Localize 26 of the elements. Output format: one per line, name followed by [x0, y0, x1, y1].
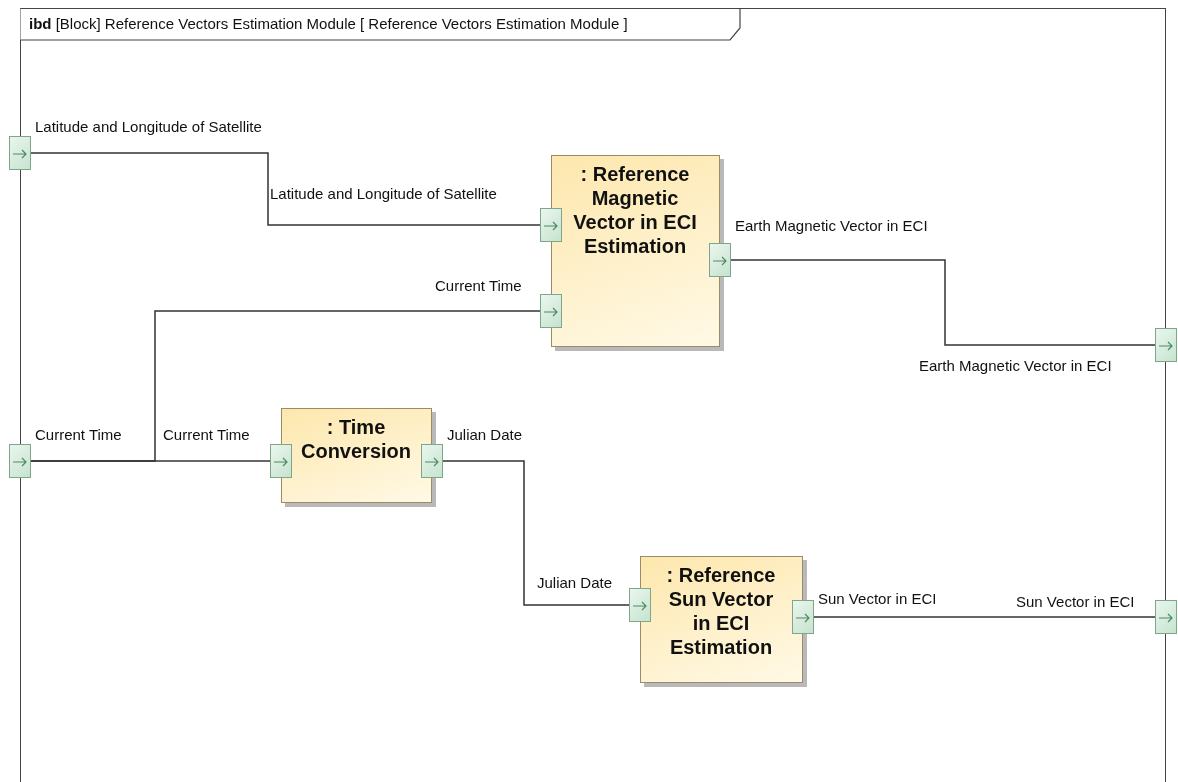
- port-label: Julian Date: [447, 426, 523, 443]
- port-box: [1155, 328, 1177, 362]
- connector-line: [730, 259, 1156, 346]
- frame-title: ibd [Block] Reference Vectors Estimation Module [ Reference Vectors Estimation Module ]: [29, 15, 628, 32]
- port-label: Julian Date: [537, 574, 613, 591]
- port-box: [269, 443, 292, 478]
- port-label: Earth Magnetic Vector in ECI: [735, 217, 928, 234]
- port-label: Current Time: [435, 277, 522, 294]
- port-label: Sun Vector in ECI: [818, 590, 937, 607]
- port-box: [628, 587, 651, 622]
- port-box: [539, 293, 562, 328]
- port-label: Current Time: [163, 426, 250, 443]
- port-label: Earth Magnetic Vector in ECI: [919, 357, 1112, 374]
- port-label: Current Time: [35, 426, 122, 443]
- connector-line: [30, 152, 541, 226]
- port-box: [1155, 600, 1177, 634]
- connector-line: [442, 460, 630, 606]
- connector-line: [813, 616, 1156, 618]
- port-box: [539, 207, 562, 242]
- frame-border: [20, 8, 1166, 782]
- port-box: [9, 444, 31, 478]
- port-label: Latitude and Longitude of Satellite: [270, 185, 497, 202]
- port-label: Latitude and Longitude of Satellite: [35, 118, 262, 135]
- port-label: Sun Vector in ECI: [1016, 593, 1135, 610]
- connector-line: [30, 460, 271, 462]
- port-box: [9, 136, 31, 170]
